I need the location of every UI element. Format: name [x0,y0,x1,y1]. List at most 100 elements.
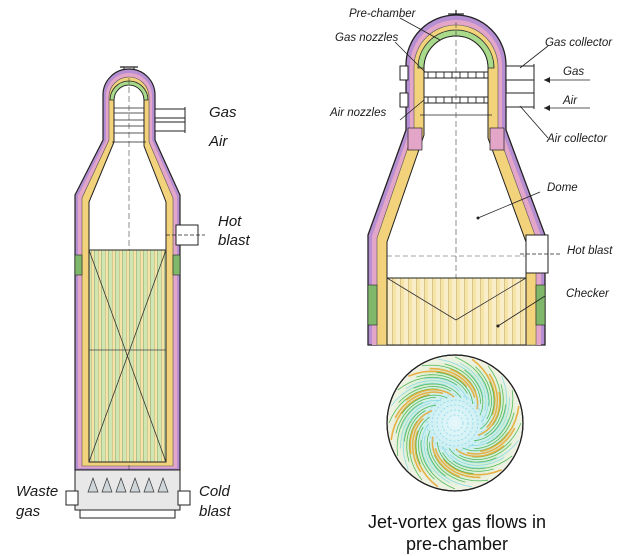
vortex-streamline [390,393,430,441]
vortex-streamline [420,440,456,490]
vortex-flow-diagram [386,354,524,492]
vortex-streamline [459,362,487,412]
left-waste-gas-port [65,490,79,506]
vortex-streamline [480,405,520,453]
vortex-streamline [480,381,495,430]
vortex-streamline [442,452,494,472]
caption-line-2: pre-chamber [406,534,508,554]
vortex-streamline [442,458,502,476]
vortex-core-ring [441,409,469,437]
label-cold: Cold [199,483,231,500]
label-right-air: Air [562,95,578,107]
vortex-streamline [437,358,484,398]
right-air-collector [505,92,535,108]
vortex-streamline [464,369,484,416]
vortex-core-ring [436,404,474,442]
vortex-streamline [405,388,455,401]
vortex-streamline [462,439,520,464]
vortex-streamline [415,416,430,465]
label-right-hot-blast: Hot blast [567,245,613,257]
vortex-streamline [414,430,439,488]
vortex-streamline [475,366,493,420]
label-gas-nozzles: Gas nozzles [335,32,399,44]
vortex-streamline [403,404,437,442]
label-left-air: Air [208,133,228,150]
vortex-streamline [413,383,462,398]
vortex-streamline [397,376,458,391]
vortex-streamline [423,377,468,401]
vortex-streamline [408,370,468,388]
vortex-streamline [486,373,499,429]
vortex-streamline [477,373,489,423]
vortex-streamline [448,448,497,463]
vortex-streamline [400,399,442,428]
vortex-core-ring [431,399,479,447]
vortex-streamline [452,455,513,470]
label-waste: Waste [16,483,58,500]
vortex-streamline [395,397,436,434]
vortex-streamline [480,397,510,444]
vortex-streamline [450,454,505,466]
left-gas-pipe [154,108,186,119]
label-right-gas: Gas [563,66,584,78]
vortex-streamline [421,423,433,473]
vortex-streamline [394,391,444,419]
vortex-streamline [444,363,481,404]
vortex-streamline [466,427,516,455]
vortex-streamline [429,367,476,399]
vortex-streamline [390,382,448,407]
vortex-streamline [434,447,481,479]
vortex-streamline [490,376,508,436]
left-stove [65,66,205,519]
vortex-streamline [442,445,487,469]
vortex-core-ring [426,394,484,452]
vortex-streamline [458,443,512,461]
label-left-gas: Gas [209,104,237,121]
vortex-streamline [474,412,515,449]
vortex-streamline [484,384,504,436]
vortex-streamline [449,368,479,410]
label-waste-gas: gas [16,503,41,520]
vortex-streamline [400,402,430,449]
right-leader-lines [394,17,549,327]
vortex-streamline [473,404,507,442]
label-left-blast: blast [218,232,251,249]
vortex-streamline [426,448,473,488]
vortex-streamline [401,394,448,414]
left-cold-blast-port [177,490,191,506]
vortex-streamlines [388,356,522,490]
vortex-streamline [411,417,424,473]
vortex-streamline [402,410,420,470]
right-gas-collector [505,65,535,81]
vortex-streamline [468,418,510,447]
label-dome: Dome [547,182,578,194]
label-left-hot: Hot [218,213,242,230]
vortex-streamline [429,442,466,483]
label-air-collector: Air collector [546,133,608,145]
vortex-streamline [436,371,474,405]
vortex-streamline [431,436,461,478]
vortex-streamline [455,445,505,458]
label-air-nozzles: Air nozzles [329,107,386,119]
label-cold-blast: blast [199,503,232,520]
label-checker: Checker [566,288,610,300]
right-stove [367,10,590,346]
vortex-streamline [426,430,446,477]
label-pre-chamber: Pre-chamber [349,8,417,20]
vortex-streamline [486,389,514,445]
left-air-pipe [154,121,186,132]
vortex-streamline [416,374,468,394]
vortex-streamline [405,380,460,392]
vortex-streamline [417,426,435,480]
right-checker [386,277,527,346]
vortex-streamline [471,358,496,416]
vortex-streamline [436,441,474,475]
caption-line-1: Jet-vortex gas flows in [368,512,546,532]
vortex-streamline [477,391,501,436]
label-gas-collector: Gas collector [545,37,613,49]
vortex-streamline [398,385,452,403]
vortex-core-ring [446,414,464,432]
vortex-streamline [454,356,490,406]
vortex-streamline [406,410,426,462]
